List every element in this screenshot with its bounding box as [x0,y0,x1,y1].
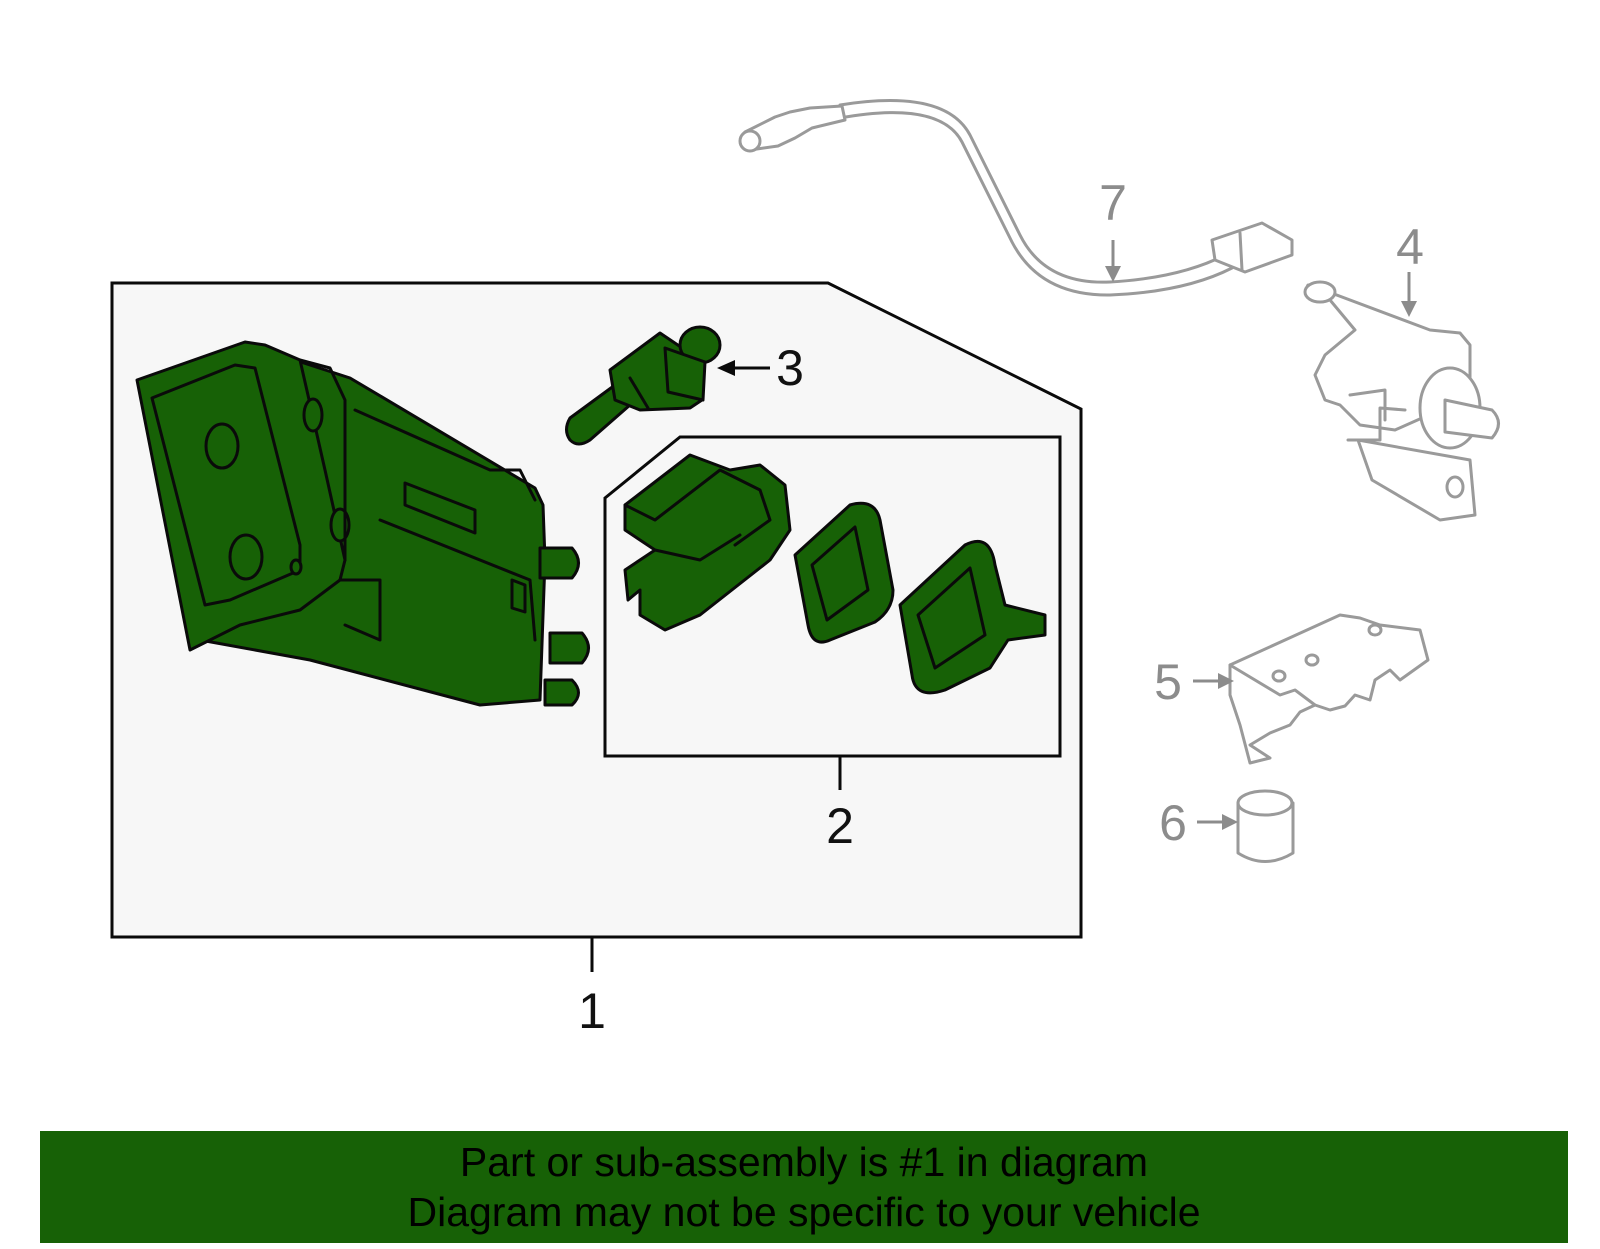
part-5-bracket[interactable] [1228,613,1430,765]
leader-arrow-3 [717,360,770,376]
callout-7[interactable]: 7 [1099,175,1127,231]
callout-2[interactable]: 2 [826,798,854,854]
part-3-sensor[interactable] [565,325,722,446]
leader-arrow-7 [1105,240,1121,282]
callout-5[interactable]: 5 [1154,654,1182,710]
banner-line-part-number: Part or sub-assembly is #1 in diagram [459,1139,1149,1185]
callout-3[interactable]: 3 [776,340,804,396]
callout-6[interactable]: 6 [1159,795,1187,851]
part-6-cap[interactable] [1236,789,1295,863]
part-4-purge-valve[interactable] [1303,280,1500,522]
callout-4[interactable]: 4 [1396,219,1424,275]
part-2-filter-kit[interactable] [623,453,1047,695]
banner-line-disclaimer: Diagram may not be specific to your vehi… [407,1189,1201,1235]
leader-arrow-6 [1197,814,1238,830]
part-7-hose[interactable] [738,99,1294,297]
part-1-canister[interactable] [135,340,590,707]
callout-1[interactable]: 1 [578,983,606,1039]
leader-arrow-4 [1401,272,1417,317]
info-banner: Part or sub-assembly is #1 in diagram Di… [40,1131,1568,1243]
leader-arrow-5 [1193,673,1234,689]
